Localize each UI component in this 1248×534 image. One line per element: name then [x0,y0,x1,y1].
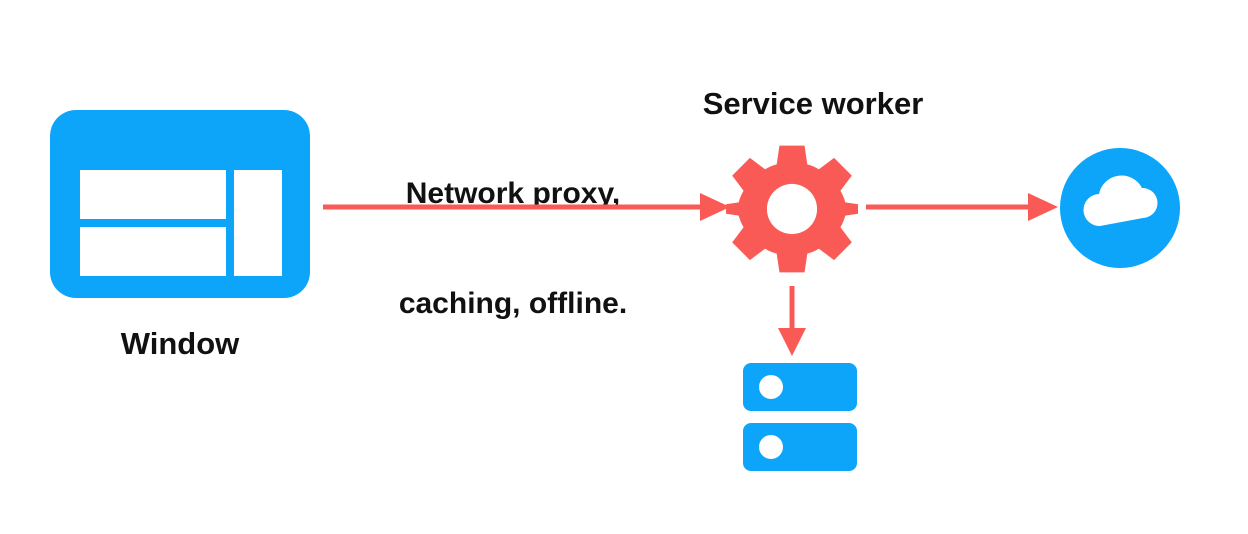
cloud-shape [1083,175,1158,227]
arrow-service-worker-to-network [866,193,1058,221]
gear-center-hole [766,183,818,235]
window-panel-right [234,170,282,276]
edge-annotation-line-1: Network proxy, [405,177,621,211]
arrow-service-worker-to-cache [778,286,806,356]
edge-annotation-network-proxy: Network proxy, caching, offline. [368,103,658,396]
database-icon [743,363,857,471]
window-panel-top-left [80,170,226,219]
edge-annotation-line-2: caching, offline. [398,286,628,320]
database-led-bottom [759,435,783,459]
cloud-icon [1060,148,1180,268]
browser-window-icon [50,110,310,298]
database-unit-bottom [743,423,857,471]
window-panel-bottom-left [80,227,226,276]
database-led-top [759,375,783,399]
service-worker-node-label: Service worker [702,86,924,121]
window-node-label: Window [120,326,240,361]
database-unit-top [743,363,857,411]
gear-icon [726,145,858,273]
